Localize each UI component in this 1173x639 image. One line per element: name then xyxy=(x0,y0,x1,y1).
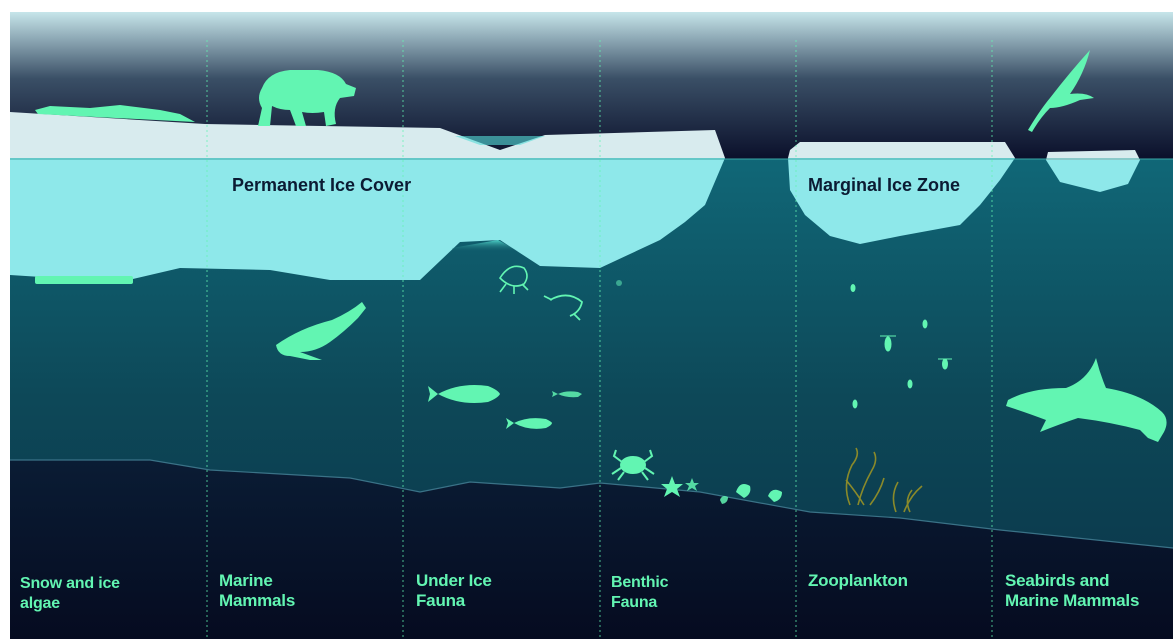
column-label-marine-mammals: Marine Mammals xyxy=(219,571,295,611)
permanent-ice-label: Permanent Ice Cover xyxy=(232,174,411,196)
column-label-line1: Zooplankton xyxy=(808,571,908,591)
column-label-seabirds-marine-mammals: Seabirds and Marine Mammals xyxy=(1005,571,1139,611)
column-label-benthic-fauna: Benthic Fauna xyxy=(611,573,668,613)
column-label-line2: Marine Mammals xyxy=(1005,591,1139,611)
ice-algae xyxy=(35,276,133,284)
column-label-line2: algae xyxy=(20,594,120,614)
column-label-line2: Fauna xyxy=(611,593,668,613)
column-label-line2: Fauna xyxy=(416,591,492,611)
column-label-snow-ice-algae: Snow and ice algae xyxy=(20,574,120,614)
column-label-line1: Benthic xyxy=(611,573,668,593)
marginal-ice-label: Marginal Ice Zone xyxy=(808,174,960,196)
column-label-line1: Marine xyxy=(219,571,295,591)
small-creature-icon xyxy=(616,280,622,286)
column-label-line1: Seabirds and xyxy=(1005,571,1139,591)
column-label-zooplankton: Zooplankton xyxy=(808,571,908,591)
marginal-ice-above xyxy=(788,142,1015,158)
column-label-under-ice-fauna: Under Ice Fauna xyxy=(416,571,492,611)
column-label-line1: Under Ice xyxy=(416,571,492,591)
column-label-line1: Snow and ice xyxy=(20,574,120,594)
column-label-line2: Mammals xyxy=(219,591,295,611)
